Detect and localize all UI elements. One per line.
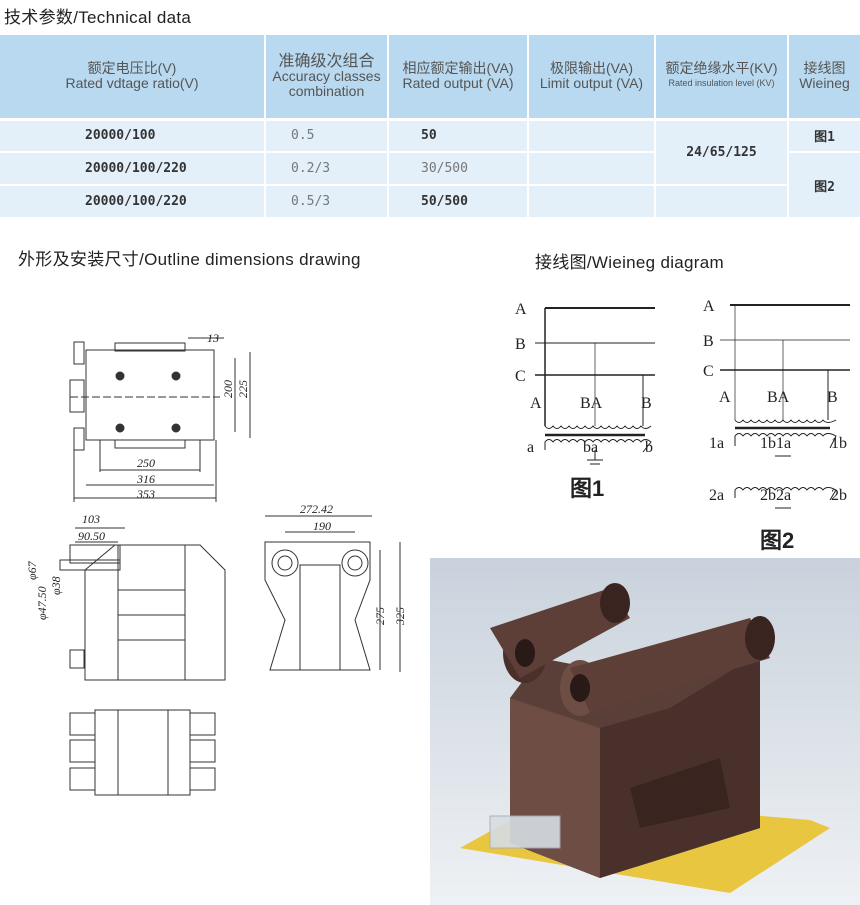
- technical-data-title: 技术参数/Technical data: [4, 8, 192, 27]
- primary-right: B: [641, 395, 652, 412]
- header-output: 相应额定输出(VA)Rated output (VA): [388, 35, 529, 121]
- top-view: [69, 337, 251, 502]
- secondary-mid: ba: [583, 439, 598, 456]
- dim-13: 13: [207, 331, 219, 345]
- cell-wiring: 图1: [788, 119, 860, 153]
- dim-103: 103: [82, 512, 100, 526]
- outline-title: 外形及安装尺寸/Outline dimensions drawing: [18, 250, 361, 269]
- cell-limit: [528, 152, 656, 186]
- line-label-a: A: [703, 298, 715, 315]
- figure-1-caption: 图1: [570, 476, 604, 501]
- line-label-c: C: [515, 368, 526, 385]
- primary-left: A: [530, 395, 542, 412]
- dim-90-50: 90.50: [78, 529, 105, 543]
- dim-353: 353: [136, 487, 155, 501]
- dimension-labels: 13 200 225 250 316 353 103 90.50 φ67 φ47…: [25, 331, 407, 626]
- dim-250: 250: [137, 456, 155, 470]
- header-insulation: 额定绝缘水平(KV)Rated insulation level (KV): [655, 35, 789, 121]
- wiring-title: 接线图/Wieineg diagram: [535, 253, 724, 272]
- secondary1-left: 1a: [709, 435, 724, 452]
- dim-316: 316: [136, 472, 155, 486]
- figure-2-caption: 图2: [760, 528, 794, 553]
- transformer-3d-render: [430, 558, 860, 905]
- header-limit: 极限输出(VA)Limit output (VA): [528, 35, 656, 121]
- wiring-diagram-1: A B C A BA B a ba b 图1: [515, 301, 655, 501]
- front-view: [264, 515, 401, 672]
- cell-limit: [528, 185, 656, 219]
- cell-ratio: 20000/100/220: [0, 152, 266, 186]
- primary-mid: BA: [580, 395, 603, 412]
- line-label-a: A: [515, 301, 527, 318]
- dim-272-42: 272.42: [300, 502, 333, 516]
- outline-drawing: 13 200 225 250 316 353 103 90.50 φ67 φ47…: [25, 331, 407, 796]
- table-row: 20000/100/220 0.2/3 30/500 图2: [0, 152, 860, 219]
- secondary-left: a: [527, 439, 534, 456]
- secondary2-left: 2a: [709, 487, 724, 504]
- side-view: [59, 527, 226, 681]
- dim-phi47-50: φ47.50: [35, 586, 49, 620]
- cell-ratio: 20000/100: [0, 119, 266, 153]
- line-label-b: B: [703, 333, 714, 350]
- dim-phi38: φ38: [49, 576, 63, 595]
- primary-mid: BA: [767, 389, 790, 406]
- cell-limit: [528, 119, 656, 153]
- cell-accuracy: 0.5: [265, 119, 389, 153]
- secondary-right: b: [645, 439, 653, 456]
- secondary1-mid: 1b1a: [760, 435, 791, 452]
- table-row: 20000/100 0.5 50 24/65/125 图1: [0, 119, 860, 186]
- line-label-b: B: [515, 336, 526, 353]
- header-ratio: 额定电压比(V)Rated vdtage ratio(V): [0, 35, 266, 121]
- secondary2-mid: 2b2a: [760, 487, 791, 504]
- dim-225: 225: [236, 380, 250, 398]
- wiring-diagrams: A B C A BA B a ba b 图1 A B C A BA B 1a 1…: [515, 298, 850, 553]
- cell-output: 30/500: [388, 152, 529, 186]
- cell-output: 50/500: [388, 185, 529, 219]
- cell-accuracy: 0.2/3: [265, 152, 389, 186]
- cell-output: 50: [388, 119, 529, 153]
- secondary1-right: 1b: [831, 435, 847, 452]
- cell-wiring: 图2: [788, 152, 860, 219]
- dim-190: 190: [313, 519, 331, 533]
- cell-insulation: 24/65/125: [655, 119, 789, 186]
- table-row: 20000/100/220 0.5/3 50/500: [0, 185, 860, 219]
- cell-accuracy: 0.5/3: [265, 185, 389, 219]
- cell-insulation-empty: [655, 185, 789, 219]
- dim-phi67: φ67: [25, 560, 39, 580]
- cell-ratio: 20000/100/220: [0, 185, 266, 219]
- primary-right: B: [827, 389, 838, 406]
- bottom-view: [69, 709, 216, 796]
- primary-left: A: [719, 389, 731, 406]
- line-label-c: C: [703, 363, 714, 380]
- wiring-diagram-2: A B C A BA B 1a 1b1a 1b 2a 2b2a 2b 图2: [703, 298, 850, 553]
- secondary2-right: 2b: [831, 487, 847, 504]
- dim-200: 200: [221, 380, 235, 398]
